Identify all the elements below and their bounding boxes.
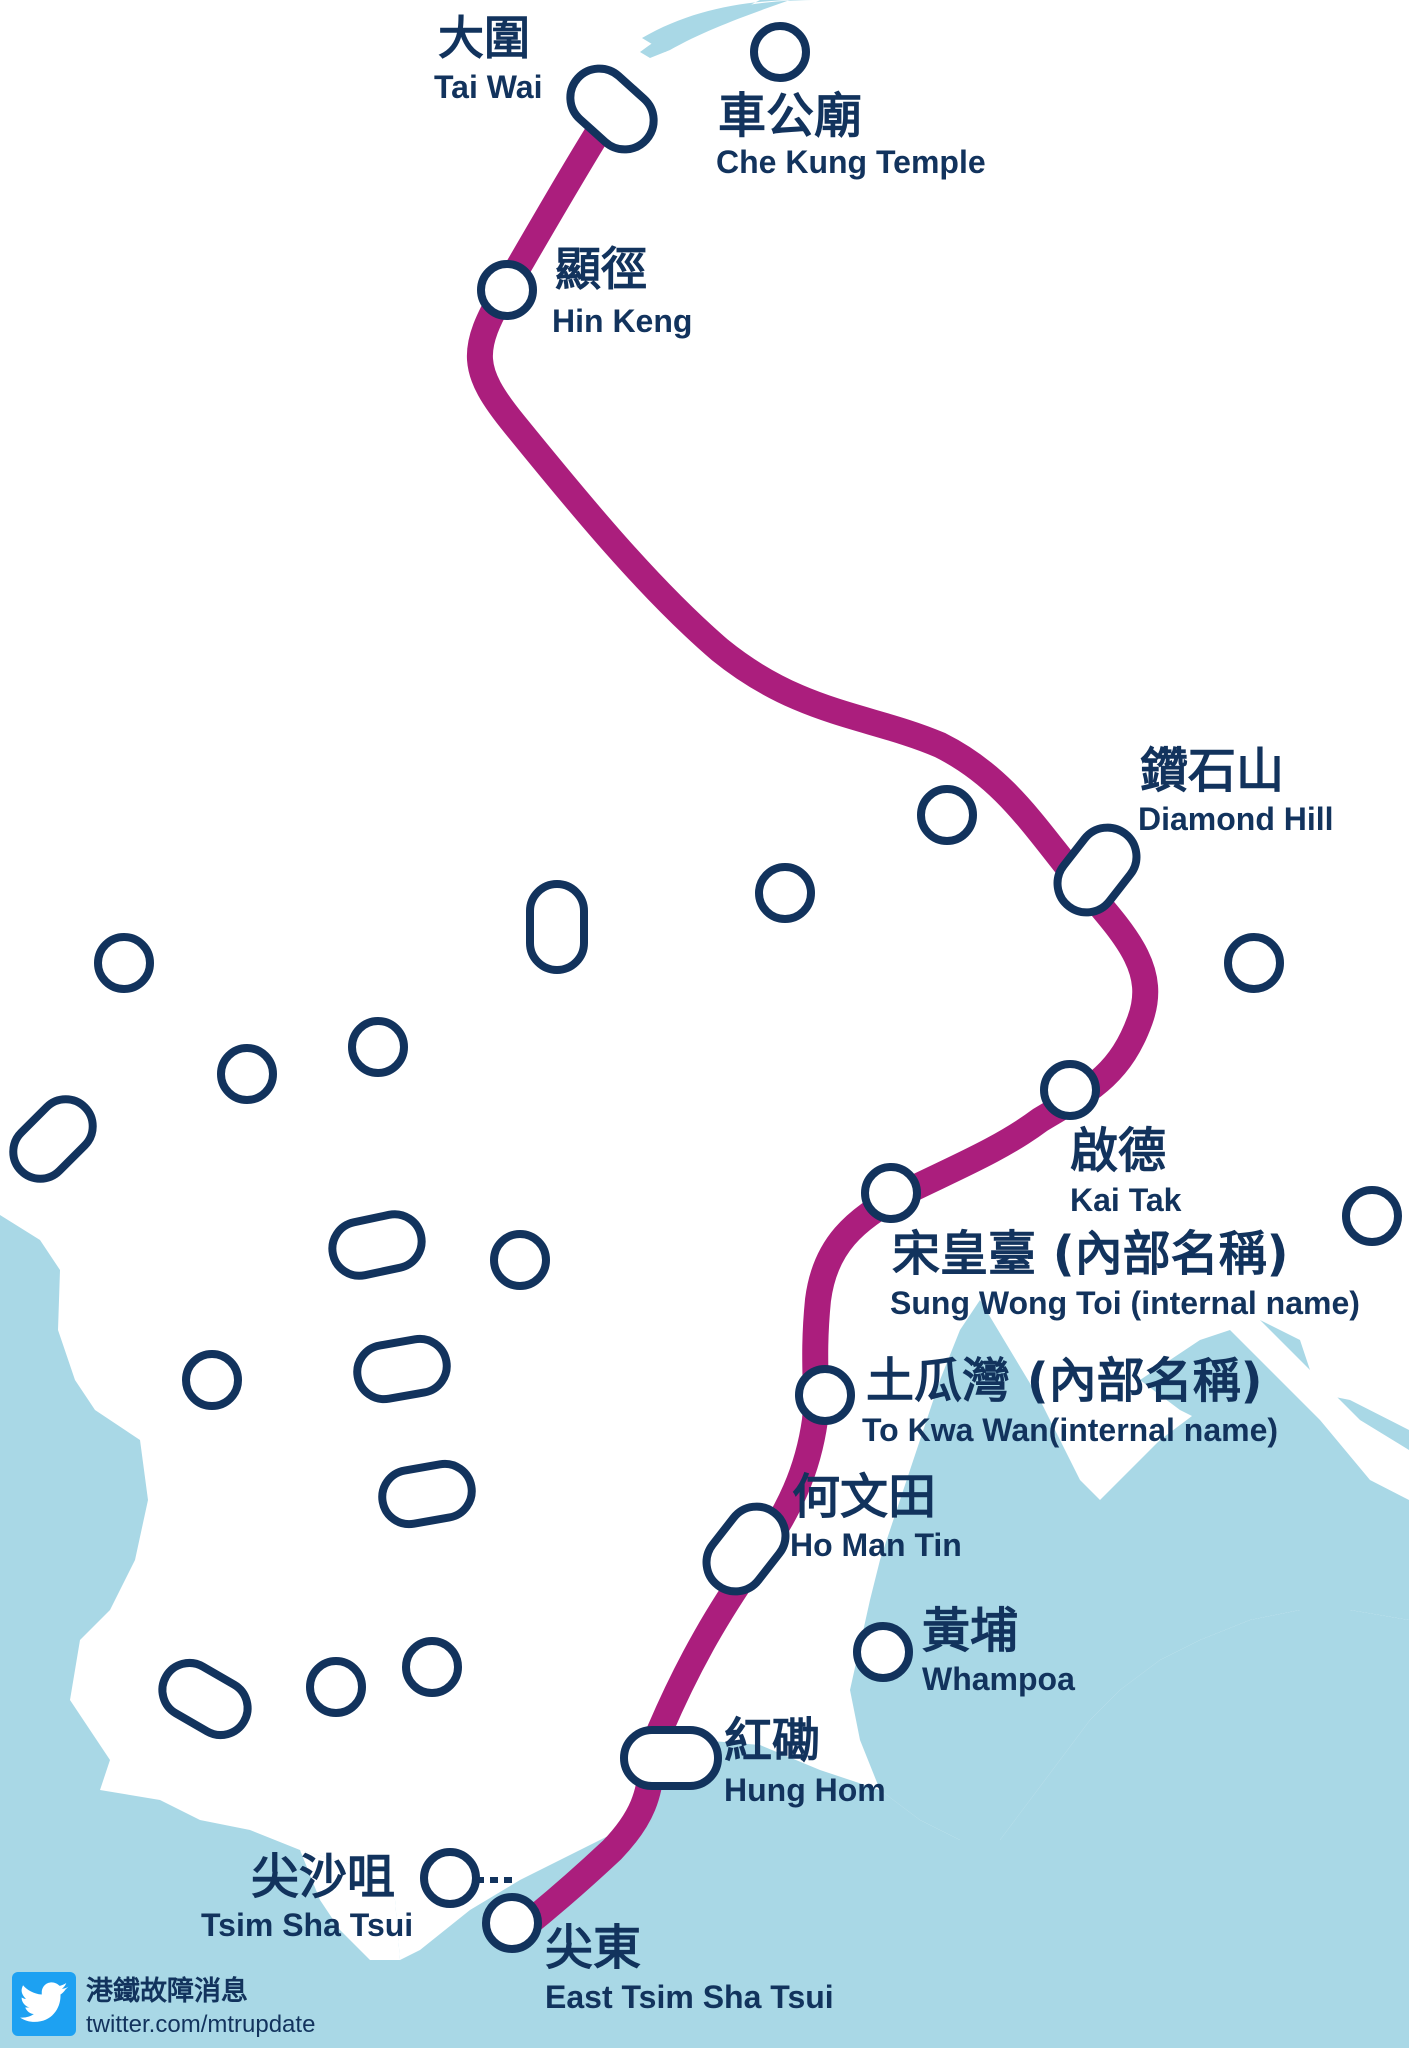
water-kai-tak-channel [1140,1320,1409,1560]
label-ho-man-tin-zh: 何文田 [792,1469,936,1525]
station-labels: 大圍 Tai Wai 顯徑 Hin Keng 車公廟 Che Kung Temp… [201,11,1360,2015]
label-hin-keng-en: Hin Keng [552,303,692,339]
station-marker-kai-tak [1040,1060,1100,1120]
label-east-tsim-sha-tsui-zh: 尖東 [545,1920,641,1976]
label-whampoa-zh: 黃埔 [922,1603,1018,1659]
station-marker-tai-wai [566,64,658,154]
label-che-kung-temple-en: Che Kung Temple [716,144,986,180]
label-to-kwa-wan-zh: 土瓜灣 (內部名稱) [866,1353,1263,1409]
label-tsim-sha-tsui-zh: 尖沙咀 [251,1849,395,1905]
label-hin-keng-zh: 顯徑 [555,242,647,296]
branding: 港鐵故障消息 twitter.com/mtrupdate [12,1972,315,2038]
label-east-tsim-sha-tsui-en: East Tsim Sha Tsui [545,1979,834,2015]
label-che-kung-temple-zh: 車公廟 [718,88,862,144]
label-sung-wong-toi-zh: 宋皇臺 (內部名稱) [892,1226,1289,1282]
label-ho-man-tin-en: Ho Man Tin [790,1527,962,1563]
station-marker-tsim-sha-tsui [420,1848,480,1908]
label-diamond-hill-en: Diamond Hill [1138,801,1334,837]
station-marker-to-kwa-wan [795,1365,855,1425]
label-whampoa-en: Whampoa [922,1661,1075,1697]
label-tai-wai-zh: 大圍 [438,11,530,65]
label-hung-hom-en: Hung Hom [724,1772,886,1808]
label-hung-hom-zh: 紅磡 [724,1713,820,1769]
label-sung-wong-toi-en: Sung Wong Toi (internal name) [890,1285,1360,1321]
station-marker-east-tsim-sha-tsui [482,1893,542,1953]
label-kai-tak-zh: 啟德 [1070,1123,1166,1179]
station-marker-hin-keng [477,260,537,320]
other-stations [9,22,1402,1739]
brand-name-zh: 港鐵故障消息 [86,1975,248,2007]
water-west-harbour [0,1215,1409,2048]
label-kai-tak-en: Kai Tak [1070,1182,1182,1218]
label-tai-wai-en: Tai Wai [434,69,542,105]
brand-handle: twitter.com/mtrupdate [86,2011,315,2038]
label-diamond-hill-zh: 鑽石山 [1140,743,1284,799]
station-marker-ho-man-tin [702,1502,790,1596]
station-marker-diamond-hill [1053,823,1141,917]
line-stations [420,64,1141,1953]
station-marker-hung-hom [620,1726,722,1790]
label-tsim-sha-tsui-en: Tsim Sha Tsui [201,1907,413,1943]
label-to-kwa-wan-en: To Kwa Wan(internal name) [862,1412,1278,1448]
station-marker-sung-wong-toi [861,1163,921,1223]
